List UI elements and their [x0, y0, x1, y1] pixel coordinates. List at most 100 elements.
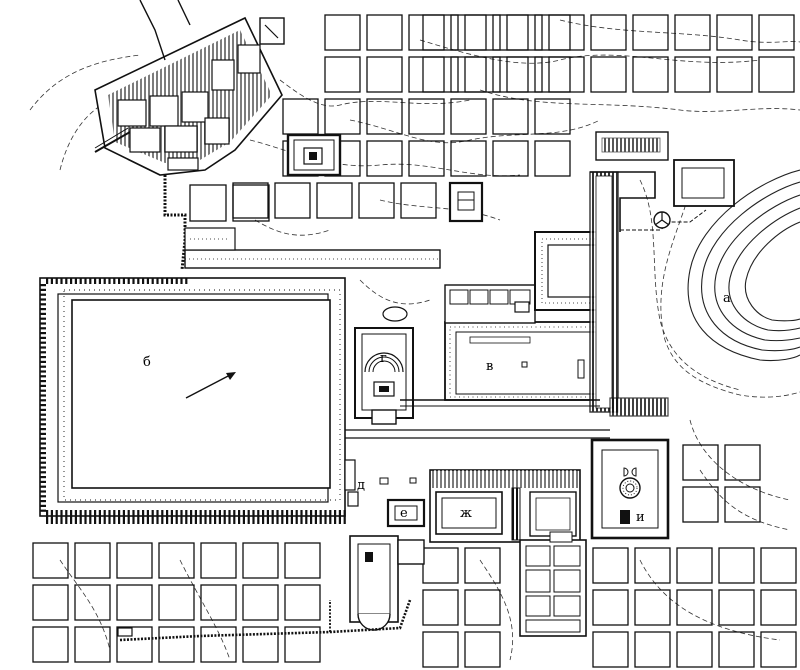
shop-cell — [94, 510, 97, 524]
palace-complex — [94, 0, 285, 176]
basilica — [349, 535, 425, 631]
shop-cell — [199, 510, 202, 524]
city-block — [592, 589, 629, 626]
shop-cell — [40, 399, 46, 402]
shop-cell — [161, 278, 164, 284]
shop-cell — [65, 278, 68, 284]
shop-cell — [40, 375, 46, 378]
shop-cell — [108, 278, 111, 284]
city-block — [366, 98, 403, 135]
shop-cell — [122, 278, 125, 284]
shop-cell — [40, 466, 46, 469]
shop-cell — [300, 510, 303, 524]
shop-cell — [214, 510, 217, 524]
city-block — [548, 14, 585, 51]
shop-cell — [40, 317, 46, 320]
shop-cell — [40, 509, 46, 512]
shop-cell — [50, 510, 53, 524]
shop-cell — [271, 510, 274, 524]
city-block — [464, 631, 501, 668]
city-block — [590, 14, 627, 51]
shop-cell — [40, 346, 46, 349]
shop-cell — [40, 336, 46, 339]
shop-cell — [40, 394, 46, 397]
sanctuary-court — [444, 284, 606, 401]
city-block — [400, 182, 437, 219]
shop-cell — [146, 510, 149, 524]
city-block — [158, 584, 195, 621]
shop-cell — [40, 485, 46, 488]
city-block — [242, 584, 279, 621]
shop-cell — [103, 278, 106, 284]
city-block — [200, 626, 237, 663]
shop-cell — [319, 510, 322, 524]
shop-cell — [281, 510, 284, 524]
street-grid — [32, 14, 797, 668]
aqueduct — [620, 209, 707, 231]
shop-cell — [175, 510, 178, 524]
city-block — [534, 56, 571, 93]
shop-cell — [46, 278, 49, 284]
shop-cell — [156, 278, 159, 284]
city-block — [284, 584, 321, 621]
city-block — [74, 626, 111, 663]
city-block — [492, 140, 529, 177]
city-block — [758, 56, 795, 93]
contour-lines — [29, 19, 800, 661]
city-block — [492, 14, 529, 51]
hill-outline — [660, 189, 800, 398]
shop-cell — [74, 510, 77, 524]
city-block — [232, 182, 269, 219]
label-v: в — [486, 359, 493, 374]
shop-cell — [70, 510, 73, 524]
city-block — [534, 14, 571, 51]
label-d: д — [357, 478, 365, 493]
shop-cell — [156, 510, 159, 524]
shop-cell — [40, 447, 46, 450]
shop-cell — [40, 293, 46, 296]
shop-cell — [252, 510, 255, 524]
city-block — [676, 589, 713, 626]
city-block — [716, 14, 753, 51]
shop-cell — [94, 278, 97, 284]
city-block — [534, 98, 571, 135]
shop-cell — [89, 278, 92, 284]
wheel-icon — [653, 211, 671, 229]
city-block — [408, 140, 445, 177]
shop-cell — [113, 510, 116, 524]
shop-cell — [46, 510, 49, 524]
shop-cell — [65, 510, 68, 524]
shop-cell — [40, 298, 46, 301]
city-block — [450, 140, 487, 177]
shop-cell — [40, 312, 46, 315]
city-block — [760, 589, 797, 626]
shop-cell — [218, 510, 221, 524]
city-block — [32, 584, 69, 621]
shop-cell — [137, 510, 140, 524]
city-block — [242, 626, 279, 663]
shop-cell — [40, 500, 46, 503]
north-arrow-icon — [226, 372, 236, 380]
shop-cell — [247, 510, 250, 524]
agora-shops-left — [40, 284, 46, 512]
shop-cell — [40, 356, 46, 359]
shop-cell — [40, 303, 46, 306]
shop-cell — [55, 510, 58, 524]
shop-cell — [238, 510, 241, 524]
city-block — [506, 14, 543, 51]
shop-cell — [40, 461, 46, 464]
shop-cell — [40, 442, 46, 445]
shop-cell — [290, 510, 293, 524]
city-block — [366, 14, 403, 51]
city-block — [366, 56, 403, 93]
shop-cell — [40, 432, 46, 435]
city-block — [548, 56, 585, 93]
city-block — [32, 626, 69, 663]
building-zh — [429, 469, 581, 543]
shop-cell — [334, 510, 337, 524]
shop-cell — [55, 278, 58, 284]
shop-cell — [310, 510, 313, 524]
city-block — [682, 486, 719, 523]
